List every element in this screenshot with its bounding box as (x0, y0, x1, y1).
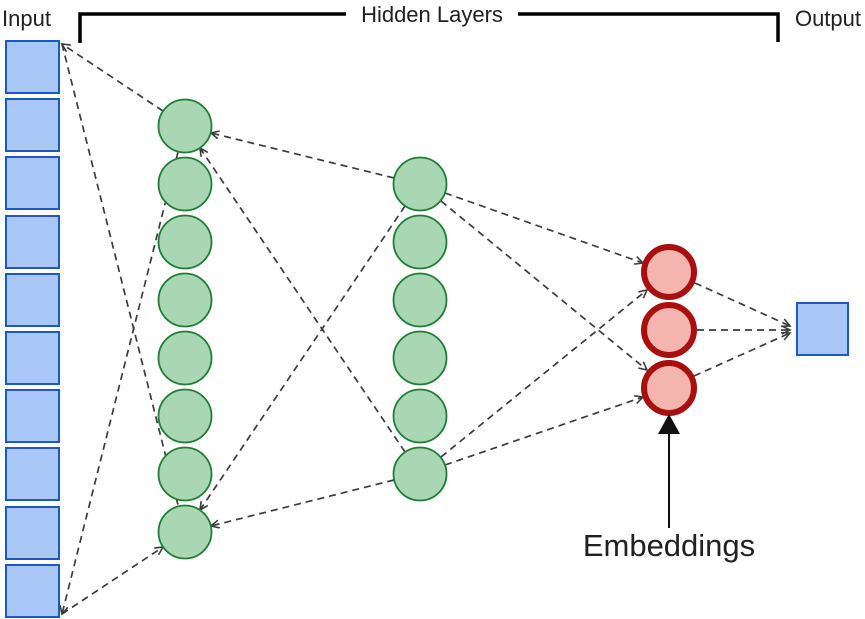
hidden-node (392, 330, 448, 386)
connection-line (62, 151, 179, 614)
input-square (5, 331, 60, 385)
embedding-node (641, 244, 697, 300)
embedding-node (641, 360, 697, 416)
connection-line (440, 290, 647, 458)
input-square (5, 40, 60, 94)
annotation-arrowhead-icon (658, 414, 680, 434)
connection-line (444, 397, 643, 466)
hidden-node (392, 156, 448, 212)
hidden-node (157, 504, 213, 560)
embeddings-label: Embeddings (582, 528, 756, 563)
input-square (5, 156, 60, 210)
input-layer (5, 40, 60, 618)
connection-line (211, 479, 395, 526)
hidden-node (392, 388, 448, 444)
connection-line (200, 205, 406, 510)
output-layer (796, 302, 849, 356)
embeddings-pointer-arrow (658, 414, 680, 528)
connection-line (440, 200, 647, 370)
input-square (5, 98, 60, 152)
connection-line (211, 133, 395, 179)
hidden-node (157, 98, 213, 154)
input-label: Input (2, 6, 51, 31)
hidden-layer-2 (392, 156, 448, 502)
connection-line (62, 44, 164, 112)
connection-lines (62, 44, 790, 614)
hidden-node (157, 156, 213, 212)
hidden-node (392, 272, 448, 328)
connection-line (693, 333, 790, 377)
hidden-node (157, 388, 213, 444)
hidden-node (157, 214, 213, 270)
hidden-node (392, 214, 448, 270)
embedding-layer (641, 244, 697, 416)
hidden-layers-label: Hidden Layers (346, 2, 518, 28)
connection-line (61, 43, 179, 506)
embedding-node (641, 302, 697, 358)
input-square (5, 215, 60, 269)
output-label: Output (794, 6, 861, 31)
hidden-node (157, 446, 213, 502)
hidden-node (157, 330, 213, 386)
input-square (5, 506, 60, 560)
connection-line (444, 192, 643, 263)
hidden-node (392, 446, 448, 502)
connection-line (694, 282, 790, 326)
hidden-layer-1 (157, 98, 213, 560)
connection-line (61, 547, 163, 615)
input-square (5, 447, 60, 501)
input-square (5, 389, 60, 443)
hidden-node (157, 272, 213, 328)
connection-line (200, 148, 406, 453)
input-square (5, 273, 60, 327)
input-square (5, 564, 60, 618)
output-square (796, 302, 849, 356)
